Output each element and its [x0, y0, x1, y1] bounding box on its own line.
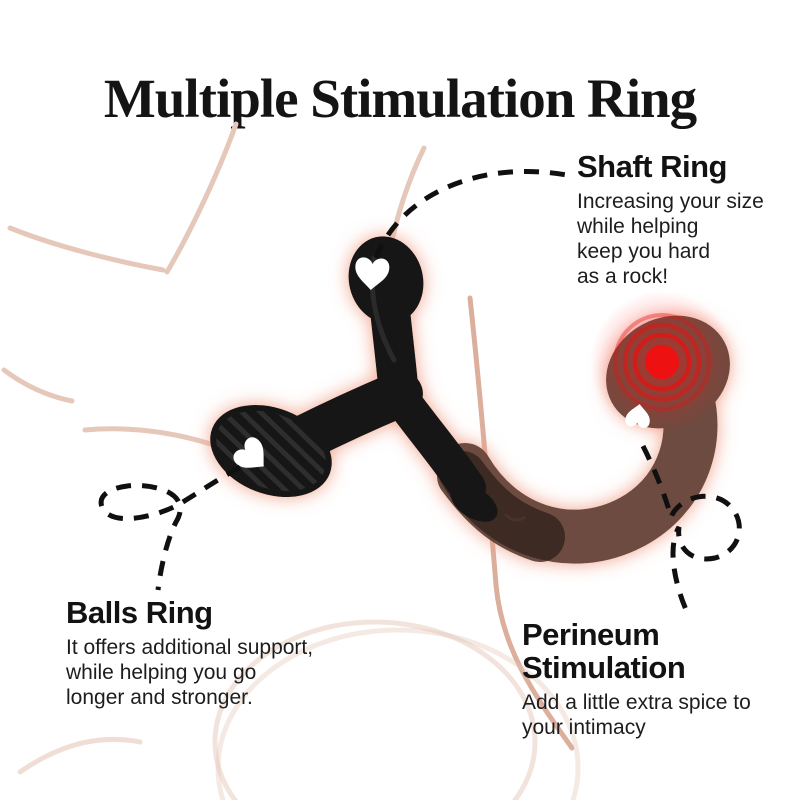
shaft-ring-callout: Shaft Ring Increasing your size while he… — [577, 150, 764, 289]
balls-ring-callout: Balls Ring It offers additional support,… — [66, 596, 313, 710]
tail-crease — [503, 512, 526, 522]
shaft-ring-line-1: Increasing your size — [577, 190, 764, 213]
sketch-thigh-line — [17, 736, 143, 775]
hub-foot — [450, 484, 498, 522]
body-outline-sketch — [1, 121, 581, 800]
sketch-buttock-arc-2 — [215, 627, 581, 800]
vibration-ring-2 — [622, 322, 702, 402]
shaft-ring-leader-line — [373, 168, 573, 259]
shaft-ring-line-2: while helping — [577, 215, 699, 238]
perineum-line-2: your intimacy — [522, 716, 646, 739]
perineum-line-1: Add a little extra spice to — [522, 691, 751, 714]
sketch-buttock-arc — [212, 619, 538, 800]
perineum-description: Add a little extra spice to your intimac… — [522, 690, 751, 740]
vibration-target-icon — [590, 290, 734, 434]
page-title: Multiple Stimulation Ring — [103, 67, 697, 129]
shaft-ring-line-4: as a rock! — [577, 265, 669, 288]
balls-ring-heading: Balls Ring — [66, 595, 213, 630]
sketch-hip-line — [7, 225, 166, 273]
shaft-ring-bulb — [348, 236, 424, 324]
balls-ring-description: It offers additional support, while help… — [66, 635, 313, 710]
sketch-torso-line — [164, 121, 239, 275]
sketch-leg-line — [467, 295, 575, 751]
shaft-ring-description: Increasing your size while helping keep … — [577, 189, 764, 289]
sketch-groin-line — [387, 145, 427, 253]
balls-ring-line-2: while helping you go — [66, 661, 257, 684]
leader-lines — [98, 168, 742, 614]
balls-ring-leader-line — [98, 464, 242, 591]
sketch-underwear-line — [82, 426, 231, 453]
sketch-left-edge-line — [1, 367, 75, 404]
perineum-heading-line-1: Perineum — [522, 617, 660, 652]
vibration-ring-1 — [632, 332, 692, 392]
vibration-ring-3 — [613, 313, 711, 411]
shaft-ring-line-3: keep you hard — [577, 240, 711, 263]
perineum-callout: Perineum Stimulation Add a little extra … — [522, 618, 751, 740]
balls-ring-line-3: longer and stronger. — [66, 686, 253, 709]
vibration-center-dot — [645, 345, 679, 379]
perineum-heading-line-2: Stimulation — [522, 650, 686, 685]
balls-ring-line-1: It offers additional support, — [66, 636, 314, 659]
shaft-ring-heading: Shaft Ring — [577, 149, 727, 184]
hub-arm — [381, 378, 486, 506]
balls-ring-ribs — [216, 410, 326, 492]
